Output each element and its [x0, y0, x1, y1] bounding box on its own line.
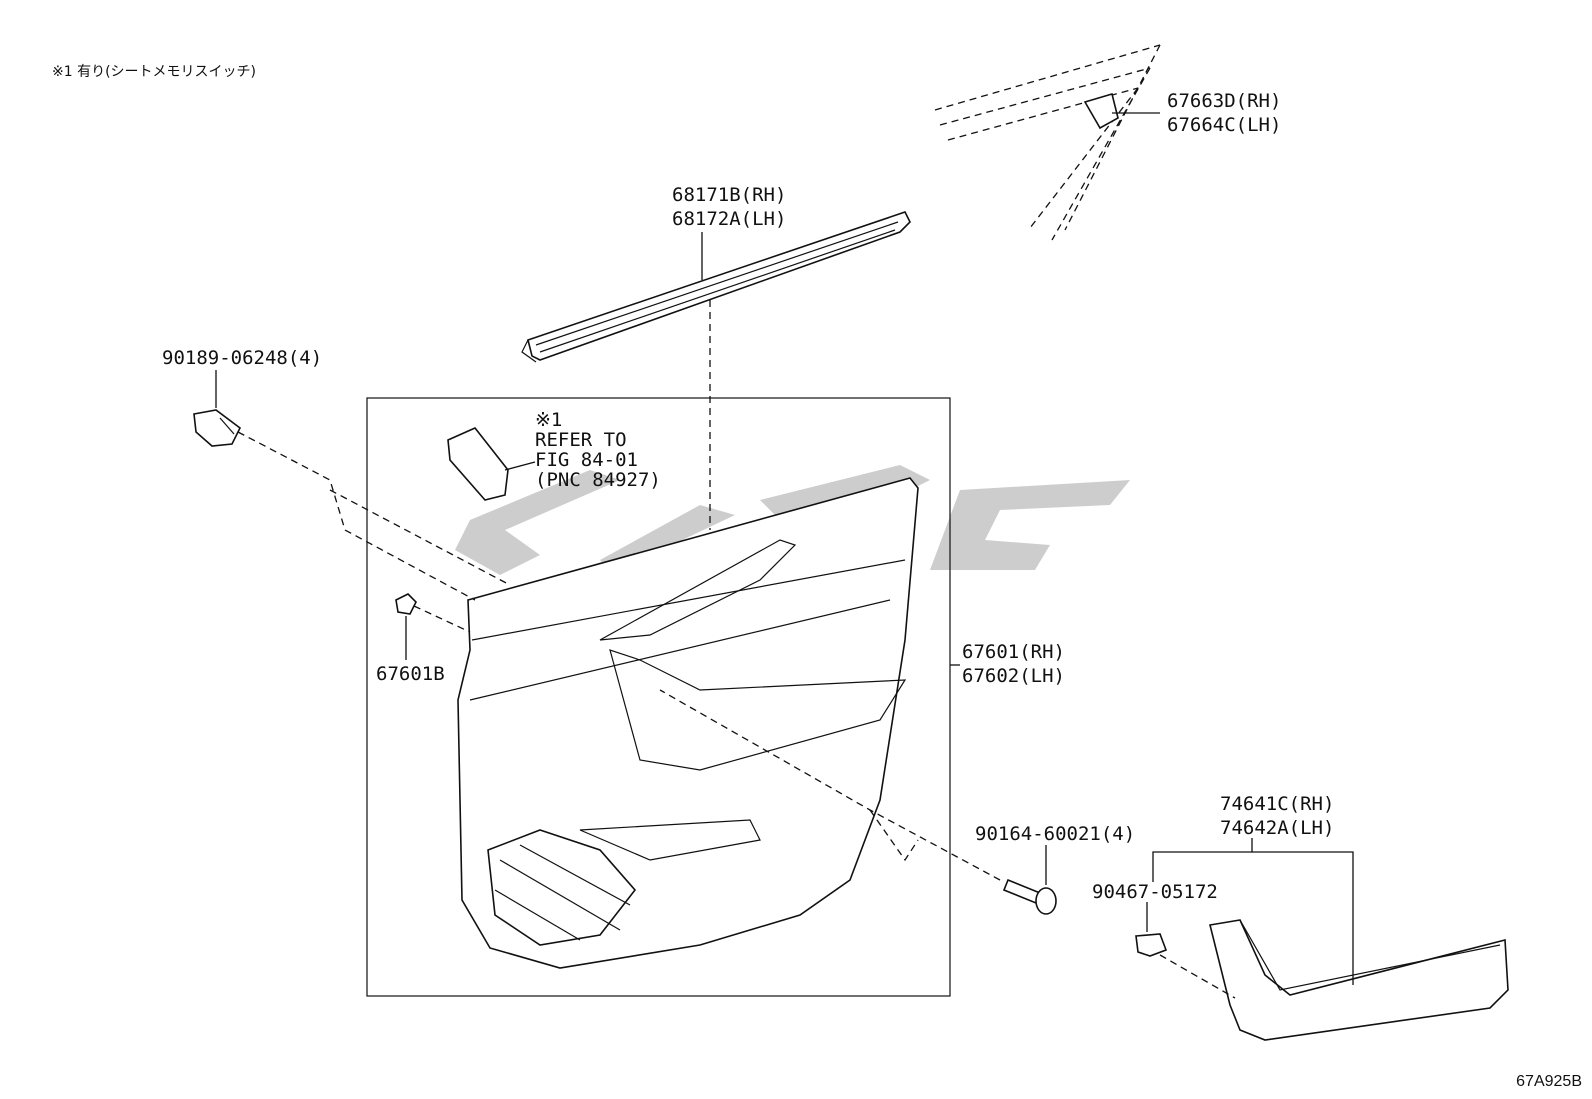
- callout-90189: 90189-06248(4): [162, 347, 323, 369]
- belt-moulding-68171: [521, 211, 911, 363]
- clip-67601b: [395, 593, 417, 615]
- door-trim-panel-67601: [457, 477, 919, 969]
- assembly-frame: [366, 397, 951, 997]
- figure-code: 67A925B: [1516, 1073, 1582, 1090]
- corner-piece-67663: [1083, 92, 1119, 130]
- callout-90467: 90467-05172: [1092, 881, 1218, 903]
- screw-90164: [1002, 878, 1057, 915]
- callout-67663: 67663D(RH) 67664C(LH): [1167, 90, 1282, 136]
- callout-67601: 67601(RH) 67602(LH): [962, 641, 1065, 687]
- leader-lines: [215, 112, 1354, 999]
- clip-90189: [193, 409, 242, 447]
- seat-memory-switch: [447, 427, 536, 501]
- clip-90467: [1135, 933, 1168, 957]
- scuff-plate-74641: [1209, 919, 1509, 1041]
- door-frame-corner: [934, 44, 1161, 241]
- callout-68171: 68171B(RH) 68172A(LH): [672, 184, 787, 230]
- footnote-seat-memory-switch: ※1 有り(シートメモリスイッチ): [52, 64, 257, 80]
- callout-74641: 74641C(RH) 74642A(LH): [1220, 793, 1335, 839]
- callout-reference-fig: ※1 REFER TO FIG 84-01 (PNC 84927): [535, 409, 661, 491]
- callout-90164: 90164-60021(4): [975, 823, 1136, 845]
- callout-67601b: 67601B: [376, 663, 445, 685]
